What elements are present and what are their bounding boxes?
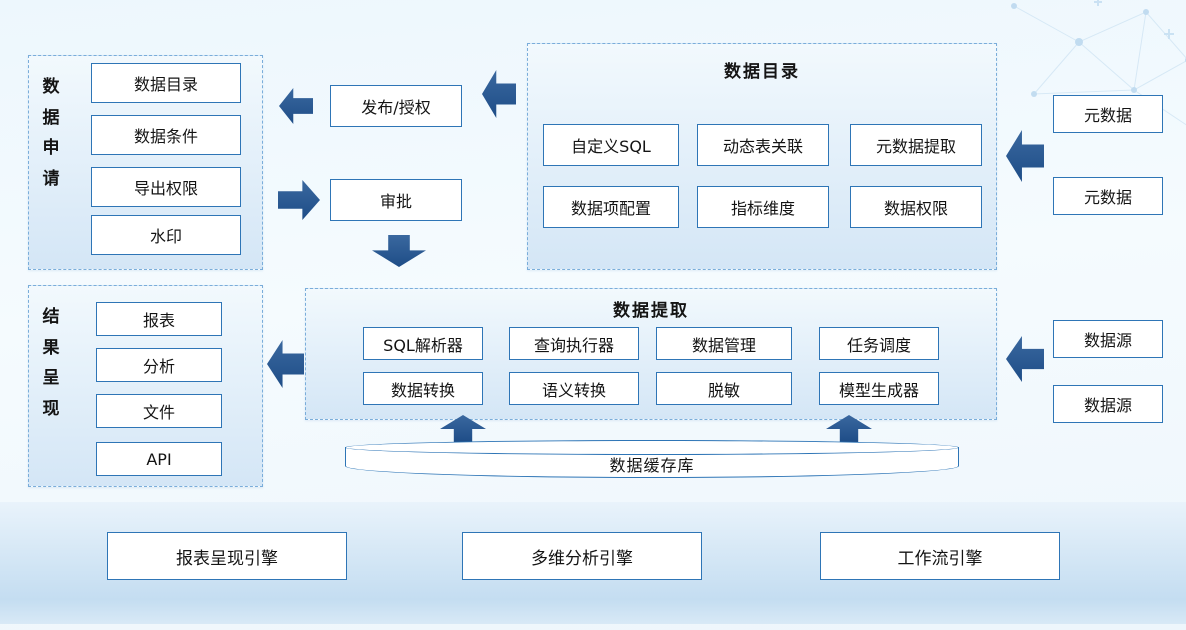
box-data-permissions: 数据权限 — [850, 186, 982, 228]
box-api: API — [96, 442, 222, 476]
arrow-right-application-to-approval-icon — [278, 180, 320, 220]
arrow-left-extraction-to-results-icon — [267, 340, 304, 388]
box-data-item-config: 数据项配置 — [543, 186, 679, 228]
box-file: 文件 — [96, 394, 222, 428]
box-metadata-extraction: 元数据提取 — [850, 124, 982, 166]
panel-data-extraction-title: 数据提取 — [613, 301, 689, 321]
box-query-executor: 查询执行器 — [509, 327, 639, 360]
box-export-permissions: 导出权限 — [91, 167, 241, 207]
panel-data-extraction: 数据提取 SQL解析器 查询执行器 数据管理 任务调度 数据转换 语义转换 脱敏… — [305, 288, 997, 420]
box-data-catalog-item: 数据目录 — [91, 63, 241, 103]
box-publish-authorize: 发布/授权 — [330, 85, 462, 127]
box-data-source-1: 数据源 — [1053, 320, 1163, 358]
box-data-source-2: 数据源 — [1053, 385, 1163, 423]
panel-data-catalog-title: 数据目录 — [724, 62, 800, 82]
box-watermark: 水印 — [91, 215, 241, 255]
box-indicator-dimension: 指标维度 — [697, 186, 829, 228]
panel-data-application: 数据申请 数据目录 数据条件 导出权限 水印 — [28, 55, 263, 270]
box-metadata-2: 元数据 — [1053, 177, 1163, 215]
cache-label: 数据缓存库 — [609, 456, 695, 475]
box-desensitization: 脱敏 — [656, 372, 792, 405]
panel-result-presentation-label: 结果呈现 — [42, 307, 60, 419]
box-sql-parser: SQL解析器 — [363, 327, 483, 360]
network-decor-icon — [1011, 0, 1186, 126]
box-workflow-engine: 工作流引擎 — [820, 532, 1060, 580]
box-custom-sql: 自定义SQL — [543, 124, 679, 166]
arrow-left-catalog-to-publish-icon — [482, 70, 516, 118]
box-data-management: 数据管理 — [656, 327, 792, 360]
arrow-left-sources-to-extraction-icon — [1006, 336, 1044, 382]
box-approval: 审批 — [330, 179, 462, 221]
box-analysis: 分析 — [96, 348, 222, 382]
cache-cylinder-top — [345, 440, 959, 455]
arrow-down-approval-to-extraction-icon — [372, 235, 426, 267]
box-olap-engine: 多维分析引擎 — [462, 532, 702, 580]
box-data-transform: 数据转换 — [363, 372, 483, 405]
panel-result-presentation: 结果呈现 报表 分析 文件 API — [28, 285, 263, 487]
box-model-generator: 模型生成器 — [819, 372, 939, 405]
box-metadata-1: 元数据 — [1053, 95, 1163, 133]
arrow-left-publish-to-application-icon — [279, 88, 313, 124]
box-dynamic-table-join: 动态表关联 — [697, 124, 829, 166]
cache-database-cylinder: 数据缓存库 — [345, 440, 959, 478]
panel-data-application-label: 数据申请 — [42, 77, 60, 189]
box-report: 报表 — [96, 302, 222, 336]
box-task-scheduler: 任务调度 — [819, 327, 939, 360]
panel-data-catalog: 数据目录 自定义SQL 动态表关联 元数据提取 数据项配置 指标维度 数据权限 — [527, 43, 997, 270]
box-report-engine: 报表呈现引擎 — [107, 532, 347, 580]
box-semantic-transform: 语义转换 — [509, 372, 639, 405]
box-data-conditions: 数据条件 — [91, 115, 241, 155]
